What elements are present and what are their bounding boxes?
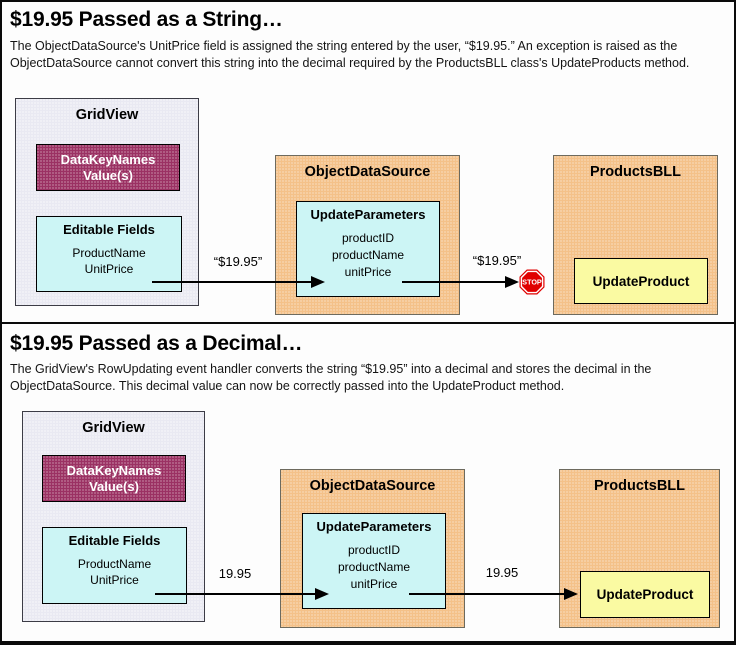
updateproduct-box: UpdateProduct bbox=[580, 571, 710, 618]
datakeynames-line2: Value(s) bbox=[89, 479, 139, 494]
datakeynames-line2: Value(s) bbox=[83, 168, 133, 183]
gridview-box-panel1: GridView DataKeyNames Value(s) Editable … bbox=[15, 98, 199, 306]
param-productname: productName bbox=[331, 248, 405, 262]
field-productname: ProductName bbox=[72, 246, 146, 260]
stop-sign-text: STOP bbox=[522, 278, 542, 287]
datakeynames-box: DataKeyNames Value(s) bbox=[36, 144, 180, 191]
gridview-title: GridView bbox=[75, 107, 139, 123]
updateparameters-title: UpdateParameters bbox=[316, 519, 432, 534]
field-productname: ProductName bbox=[77, 557, 152, 571]
param-productid: productID bbox=[347, 543, 401, 557]
arrow1-label-panel1: “$19.95” bbox=[213, 254, 263, 269]
updateparameters-box: UpdateParameters productID productName u… bbox=[296, 201, 440, 297]
parameters-list: productID productName unitPrice bbox=[303, 542, 445, 593]
gridview-title: GridView bbox=[82, 420, 145, 436]
objectdatasource-box-panel2: ObjectDataSource UpdateParameters produc… bbox=[280, 469, 465, 628]
updateparameters-title: UpdateParameters bbox=[310, 207, 426, 222]
datakeynames-line1: DataKeyNames bbox=[66, 463, 162, 478]
arrow2-label-panel2: 19.95 bbox=[485, 565, 519, 580]
updateproduct-box: UpdateProduct bbox=[574, 258, 708, 304]
field-unitprice: UnitPrice bbox=[84, 261, 134, 276]
objectdatasource-title: ObjectDataSource bbox=[309, 478, 436, 494]
param-productname: productName bbox=[337, 560, 411, 574]
param-productid: productID bbox=[341, 231, 395, 245]
objectdatasource-title: ObjectDataSource bbox=[304, 164, 431, 180]
objectdatasource-box-panel1: ObjectDataSource UpdateParameters produc… bbox=[275, 155, 460, 315]
editable-fields-list: ProductName UnitPrice bbox=[37, 246, 181, 277]
panel2-description: The GridView's RowUpdating event handler… bbox=[10, 362, 652, 393]
stop-sign-icon: STOP bbox=[519, 269, 545, 295]
productsbll-title: ProductsBLL bbox=[589, 164, 682, 180]
panel1-description: The ObjectDataSource's UnitPrice field i… bbox=[10, 39, 690, 70]
panel1-heading: $19.95 Passed as a String… bbox=[10, 8, 283, 31]
editable-fields-list: ProductName UnitPrice bbox=[43, 557, 186, 588]
editable-fields-box: Editable Fields ProductName UnitPrice bbox=[36, 216, 182, 292]
param-unitprice: unitPrice bbox=[350, 577, 398, 591]
field-unitprice: UnitPrice bbox=[90, 572, 139, 587]
productsbll-box-panel1: ProductsBLL UpdateProduct bbox=[553, 155, 718, 315]
editable-fields-box: Editable Fields ProductName UnitPrice bbox=[42, 527, 187, 604]
updateparameters-box: UpdateParameters productID productName u… bbox=[302, 513, 446, 609]
productsbll-title: ProductsBLL bbox=[593, 478, 686, 494]
gridview-box-panel2: GridView DataKeyNames Value(s) Editable … bbox=[22, 411, 205, 622]
datakeynames-box: DataKeyNames Value(s) bbox=[42, 455, 186, 502]
editable-fields-title: Editable Fields bbox=[63, 222, 155, 237]
panel2-heading: $19.95 Passed as a Decimal… bbox=[10, 332, 303, 355]
arrow1-label-panel2: 19.95 bbox=[218, 566, 252, 581]
editable-fields-title: Editable Fields bbox=[68, 533, 161, 548]
arrow2-label-panel1: “$19.95” bbox=[472, 253, 522, 268]
datakeynames-line1: DataKeyNames bbox=[60, 152, 156, 167]
panel-divider bbox=[2, 322, 734, 324]
param-unitprice: unitPrice bbox=[344, 265, 392, 279]
parameters-list: productID productName unitPrice bbox=[297, 230, 439, 281]
productsbll-box-panel2: ProductsBLL UpdateProduct bbox=[559, 469, 720, 628]
